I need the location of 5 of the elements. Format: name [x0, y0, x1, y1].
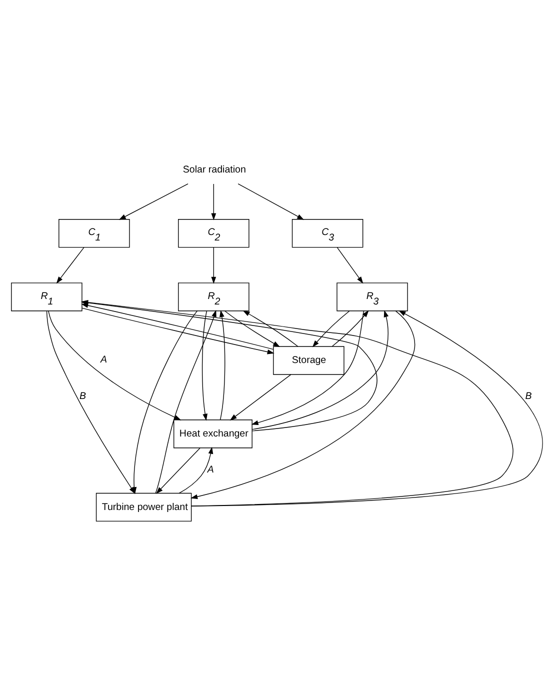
edge-label: A: [207, 464, 214, 476]
edge-label: B: [80, 391, 86, 402]
edge-label: B: [525, 391, 532, 402]
node-text: Solar radiation: [182, 164, 246, 176]
edge-label: A: [100, 354, 107, 366]
